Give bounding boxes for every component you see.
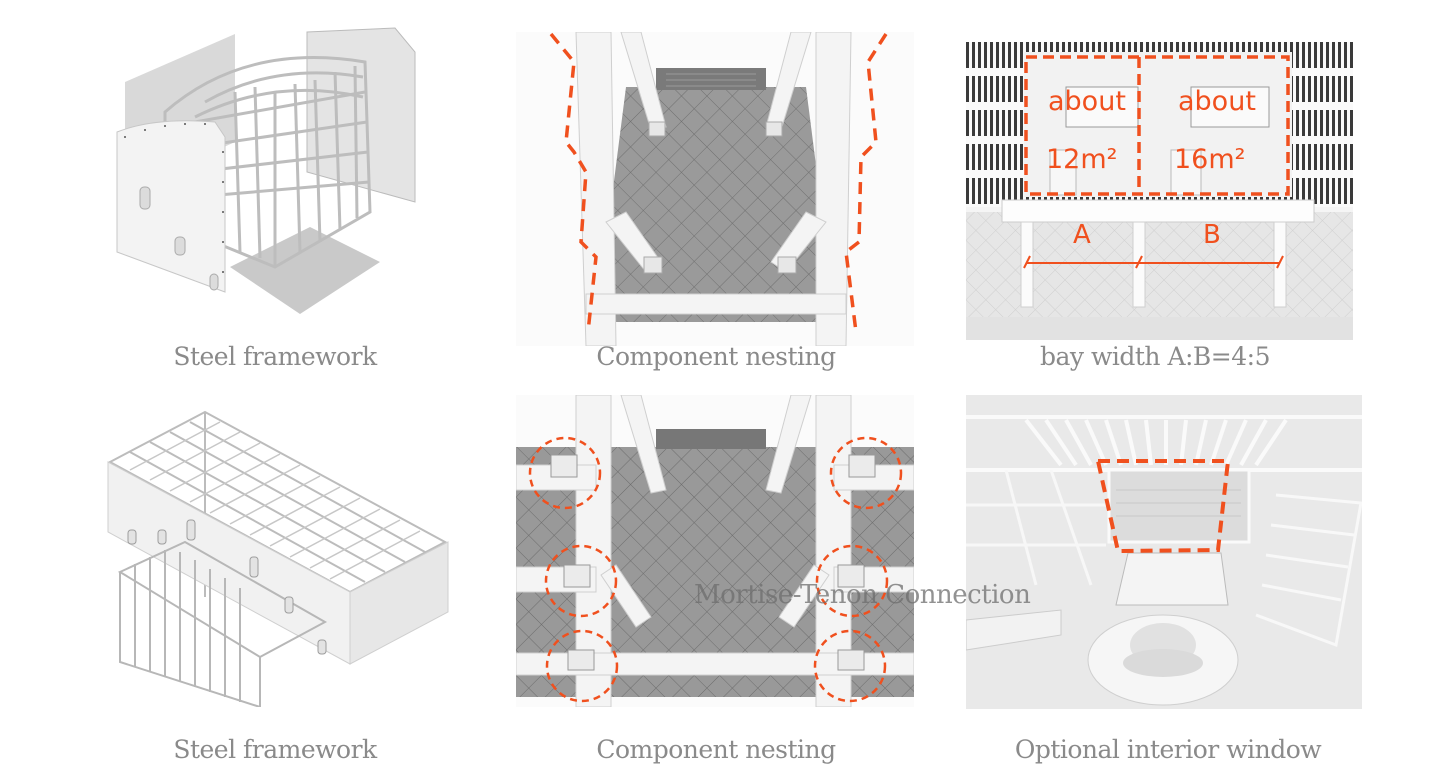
bay-width-illustration: about 12m² about 16m² A B <box>966 42 1353 340</box>
interior-window-illustration <box>966 395 1362 709</box>
mortise-tenon-connection-label: Mortise-Tenon Connection <box>694 580 1031 610</box>
caption-component-nesting-top: Component nesting <box>596 342 836 371</box>
caption-component-nesting-bottom: Component nesting <box>596 735 836 764</box>
steel-framework-illustration-bottom <box>70 402 465 707</box>
room-b-label: about <box>1178 86 1256 117</box>
caption-interior-window: Optional interior window <box>1014 735 1322 764</box>
room-b-area: 16m² <box>1174 144 1246 175</box>
bay-b-label: B <box>1203 220 1221 250</box>
caption-steel-framework-top: Steel framework <box>173 342 377 371</box>
caption-steel-framework-bottom: Steel framework <box>173 735 377 764</box>
component-nesting-illustration-bottom <box>516 395 914 707</box>
component-nesting-illustration-top <box>516 32 914 346</box>
caption-bay-width: bay width A:B=4:5 <box>1039 342 1271 371</box>
steel-framework-illustration-top <box>95 22 465 340</box>
room-a-label: about <box>1048 86 1126 117</box>
bay-a-label: A <box>1073 220 1091 250</box>
room-a-area: 12m² <box>1046 144 1118 175</box>
